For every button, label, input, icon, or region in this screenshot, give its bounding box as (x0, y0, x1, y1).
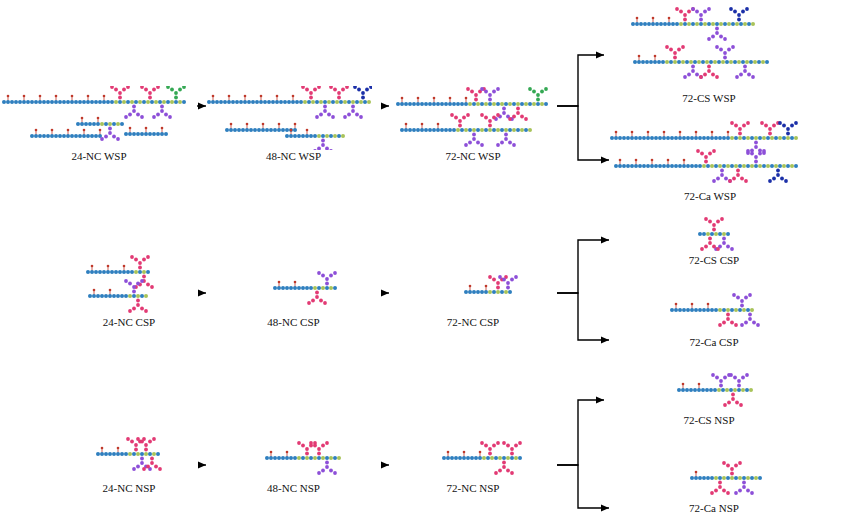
molecule-chain (60, 254, 190, 316)
sample-label: 72-CS CSP (610, 254, 818, 266)
molecule-chain (610, 282, 810, 336)
molecule-chain (610, 204, 810, 254)
sample-label: 72-Ca CSP (610, 336, 818, 348)
molecule-chain (207, 86, 372, 150)
polysaccharide-group: 72-NC WSP (390, 86, 556, 164)
sample-label: 72-CS NSP (605, 414, 813, 426)
flow-arrow (557, 106, 609, 164)
molecule-chain (390, 86, 548, 150)
flow-arrow (557, 397, 604, 466)
molecule-chain (390, 262, 548, 316)
flow-arrow (197, 103, 206, 110)
polysaccharide-group: 72-CS CSP (610, 204, 818, 268)
molecule-chain (2, 86, 188, 150)
polysaccharide-group: 48-NC CSP (207, 262, 380, 330)
sample-label: 24-NC WSP (2, 150, 196, 162)
polysaccharide-group: 72-Ca NSP (610, 452, 818, 516)
sample-label: 48-NC NSP (207, 482, 380, 494)
polysaccharide-group: 72-CS WSP (605, 4, 813, 106)
flow-arrow (557, 52, 604, 107)
flow-arrow (557, 237, 609, 294)
polysaccharide-group: 72-NC NSP (390, 428, 556, 496)
molecule-chain (605, 368, 805, 414)
polysaccharide-group: 24-NC NSP (60, 424, 198, 496)
molecule-chain (60, 424, 190, 482)
flow-arrow (381, 103, 389, 110)
polysaccharide-group: 48-NC NSP (207, 428, 380, 496)
sample-label: 48-NC CSP (207, 316, 380, 328)
molecule-chain (605, 4, 805, 92)
molecule-chain (610, 452, 810, 502)
sample-label: 24-NC CSP (60, 316, 198, 328)
sample-label: 72-Ca NSP (610, 502, 818, 514)
polysaccharide-group: 72-NC CSP (390, 262, 556, 330)
molecule-chain (610, 120, 802, 190)
polysaccharide-group: 24-NC CSP (60, 254, 198, 330)
molecule-chain (207, 262, 372, 316)
sample-label: 24-NC NSP (60, 482, 198, 494)
sample-label: 72-NC NSP (390, 482, 556, 494)
sample-label: 72-NC WSP (390, 150, 556, 162)
polysaccharide-group: 72-CS NSP (605, 368, 813, 428)
flow-arrow (381, 462, 389, 469)
polysaccharide-group: 48-NC WSP (207, 86, 380, 164)
polysaccharide-group: 24-NC WSP (2, 86, 196, 164)
molecule-chain (390, 428, 548, 482)
flow-arrow (557, 293, 609, 344)
sample-label: 72-CS WSP (605, 92, 813, 104)
polysaccharide-group: 72-Ca WSP (610, 120, 810, 204)
flow-arrow (198, 290, 206, 297)
flow-arrow (381, 290, 389, 297)
sample-label: 72-NC CSP (390, 316, 556, 328)
polysaccharide-group: 72-Ca CSP (610, 282, 818, 350)
sample-label: 72-Ca WSP (610, 190, 810, 202)
sample-label: 48-NC WSP (207, 150, 380, 162)
flow-arrow (557, 465, 609, 512)
flow-arrow (198, 462, 206, 469)
molecule-chain (207, 428, 372, 482)
